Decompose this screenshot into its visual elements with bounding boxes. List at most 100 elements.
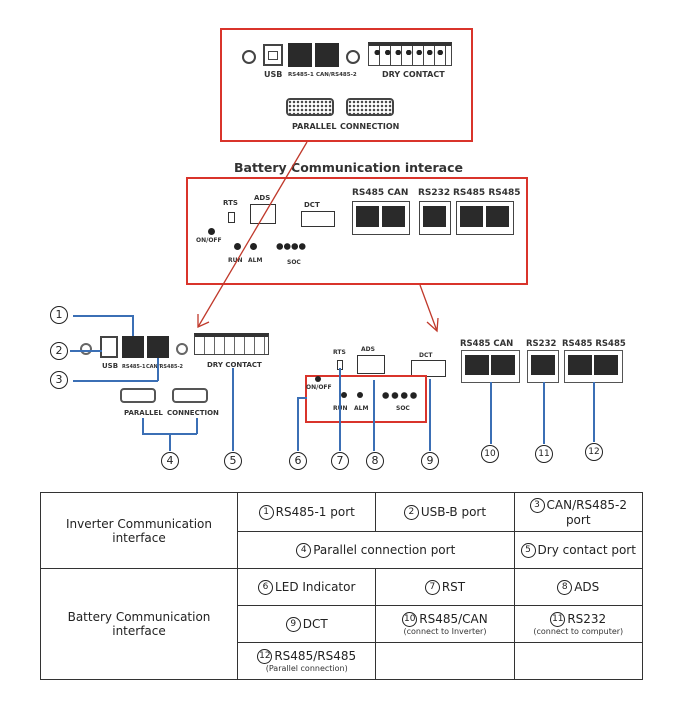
ads-label: ADS bbox=[254, 194, 271, 202]
battery-panel-title: Battery Communication interace bbox=[233, 160, 464, 175]
inverter-panel-zoom: USB RS485-1 CAN/RS485-2 DRY CONTACT PARA… bbox=[220, 28, 473, 142]
callout-10: 10 bbox=[481, 445, 499, 463]
dct-dip-switch-icon bbox=[301, 211, 335, 227]
on-off-label: ON/OFF bbox=[306, 384, 332, 391]
arrow-to-inverter-detail bbox=[197, 141, 308, 328]
callout-5: 5 bbox=[224, 452, 242, 470]
ads-dip-switch-icon bbox=[250, 204, 276, 224]
rts-label: RTS bbox=[333, 349, 346, 356]
rs485-can-label: RS485 CAN bbox=[352, 188, 409, 198]
connection-label: CONNECTION bbox=[340, 122, 400, 131]
rs485-can-ports-icon bbox=[461, 350, 520, 383]
connection-db-port-icon bbox=[346, 98, 394, 116]
soc-leds-icon bbox=[381, 392, 418, 399]
on-off-label: ON/OFF bbox=[196, 237, 222, 244]
callout-4: 4 bbox=[161, 452, 179, 470]
on-off-button-icon bbox=[315, 376, 321, 382]
callout-8: 8 bbox=[366, 452, 384, 470]
alm-led-icon bbox=[250, 243, 257, 250]
callout-2: 2 bbox=[50, 342, 68, 360]
parallel-label: PARALLEL bbox=[292, 122, 337, 131]
dct-dip-switch-icon bbox=[411, 360, 446, 377]
screw-icon bbox=[346, 50, 360, 64]
screw-icon bbox=[176, 343, 188, 355]
battery-panel-zoom: RTS ADS DCT ON/OFF RUN ALM SOC RS485 CAN… bbox=[186, 177, 528, 285]
alm-label: ALM bbox=[248, 257, 263, 264]
dct-label: DCT bbox=[304, 201, 320, 209]
callout-6: 6 bbox=[289, 452, 307, 470]
on-off-button-icon bbox=[208, 228, 215, 235]
soc-leds-icon bbox=[276, 243, 306, 250]
rs485-rs485-ports-icon bbox=[456, 201, 514, 235]
arrow-to-battery-detail bbox=[419, 284, 438, 332]
usb-port-icon bbox=[100, 336, 118, 358]
connection-label: CONNECTION bbox=[167, 409, 219, 417]
rs485-can-label: RS485 CAN bbox=[460, 339, 514, 349]
rs485-1-label: RS485-1 bbox=[288, 72, 314, 78]
run-led-icon bbox=[341, 392, 347, 398]
rs232-label: RS232 bbox=[418, 188, 451, 198]
dry-contact-terminal-icon bbox=[194, 333, 269, 355]
usb-label: USB bbox=[102, 362, 119, 370]
rts-switch-icon bbox=[228, 212, 235, 223]
rs485-1-port-icon bbox=[122, 336, 144, 358]
alm-led-icon bbox=[357, 392, 363, 398]
rts-label: RTS bbox=[223, 199, 238, 207]
dct-label: DCT bbox=[419, 352, 433, 359]
rs232-label: RS232 bbox=[526, 339, 557, 349]
screw-icon bbox=[80, 343, 92, 355]
dry-contact-terminal-icon bbox=[368, 42, 452, 66]
callout-11: 11 bbox=[535, 445, 553, 463]
rs485-rs485-label: RS485 RS485 bbox=[453, 188, 521, 198]
run-label: RUN bbox=[228, 257, 243, 264]
parallel-db-port-icon bbox=[120, 388, 156, 403]
usb-label: USB bbox=[264, 70, 283, 79]
usb-port-icon bbox=[263, 44, 283, 66]
inverter-interface-header: Inverter Communication interface bbox=[39, 492, 239, 569]
callout-3: 3 bbox=[50, 371, 68, 389]
arrow-head bbox=[426, 317, 439, 333]
callout-9: 9 bbox=[421, 452, 439, 470]
ads-dip-switch-icon bbox=[357, 355, 385, 374]
callout-1: 1 bbox=[50, 306, 68, 324]
legend-cell-empty bbox=[513, 642, 643, 680]
ads-label: ADS bbox=[361, 346, 375, 353]
run-led-icon bbox=[234, 243, 241, 250]
parallel-label: PARALLEL bbox=[124, 409, 163, 417]
callout-7: 7 bbox=[331, 452, 349, 470]
soc-label: SOC bbox=[287, 259, 301, 266]
rs485-1-label: RS485-1 bbox=[122, 364, 146, 370]
alm-label: ALM bbox=[354, 405, 369, 412]
battery-interface-header: Battery Communication interface bbox=[39, 568, 239, 680]
parallel-db-port-icon bbox=[286, 98, 334, 116]
rs485-rs485-ports-icon bbox=[564, 350, 623, 383]
led-indicator-highlight bbox=[305, 375, 427, 423]
dry-contact-label: DRY CONTACT bbox=[207, 361, 262, 369]
rs232-port-icon bbox=[419, 201, 451, 235]
can-rs485-2-port-icon bbox=[315, 43, 339, 67]
can-rs485-2-label: CAN/RS485-2 bbox=[146, 364, 183, 370]
rs485-can-ports-icon bbox=[352, 201, 410, 235]
rs232-port-icon bbox=[527, 350, 559, 383]
soc-label: SOC bbox=[396, 405, 410, 412]
can-rs485-2-port-icon bbox=[147, 336, 169, 358]
can-rs485-2-label: CAN/RS485-2 bbox=[316, 72, 357, 78]
